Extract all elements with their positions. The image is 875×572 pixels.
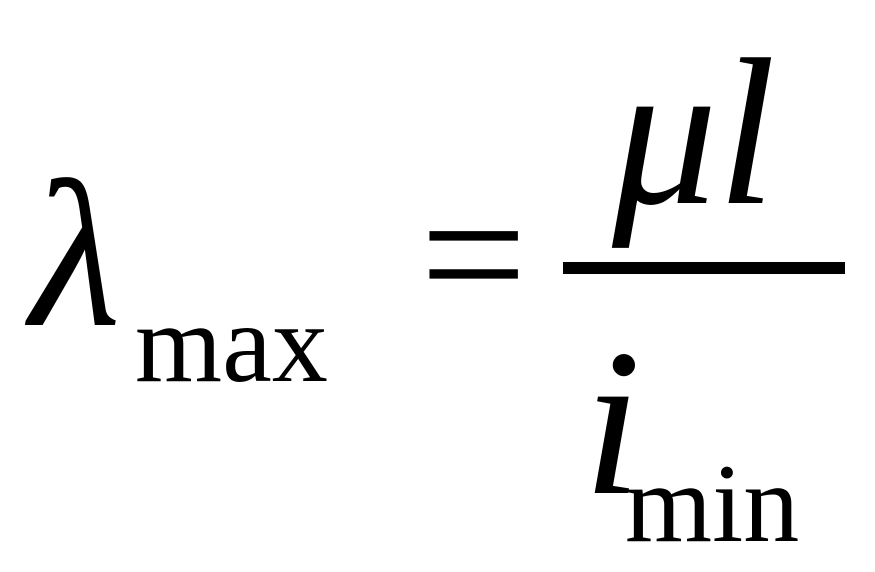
denominator-subscript-min: min (625, 442, 800, 566)
lambda-subscript-max: max (135, 282, 328, 406)
lambda-symbol: λ (30, 139, 121, 371)
equals-sign: = (420, 150, 528, 360)
fraction-bar (563, 262, 845, 274)
denominator-symbol-i: i (583, 307, 642, 539)
fraction-numerator: μl (612, 17, 776, 249)
